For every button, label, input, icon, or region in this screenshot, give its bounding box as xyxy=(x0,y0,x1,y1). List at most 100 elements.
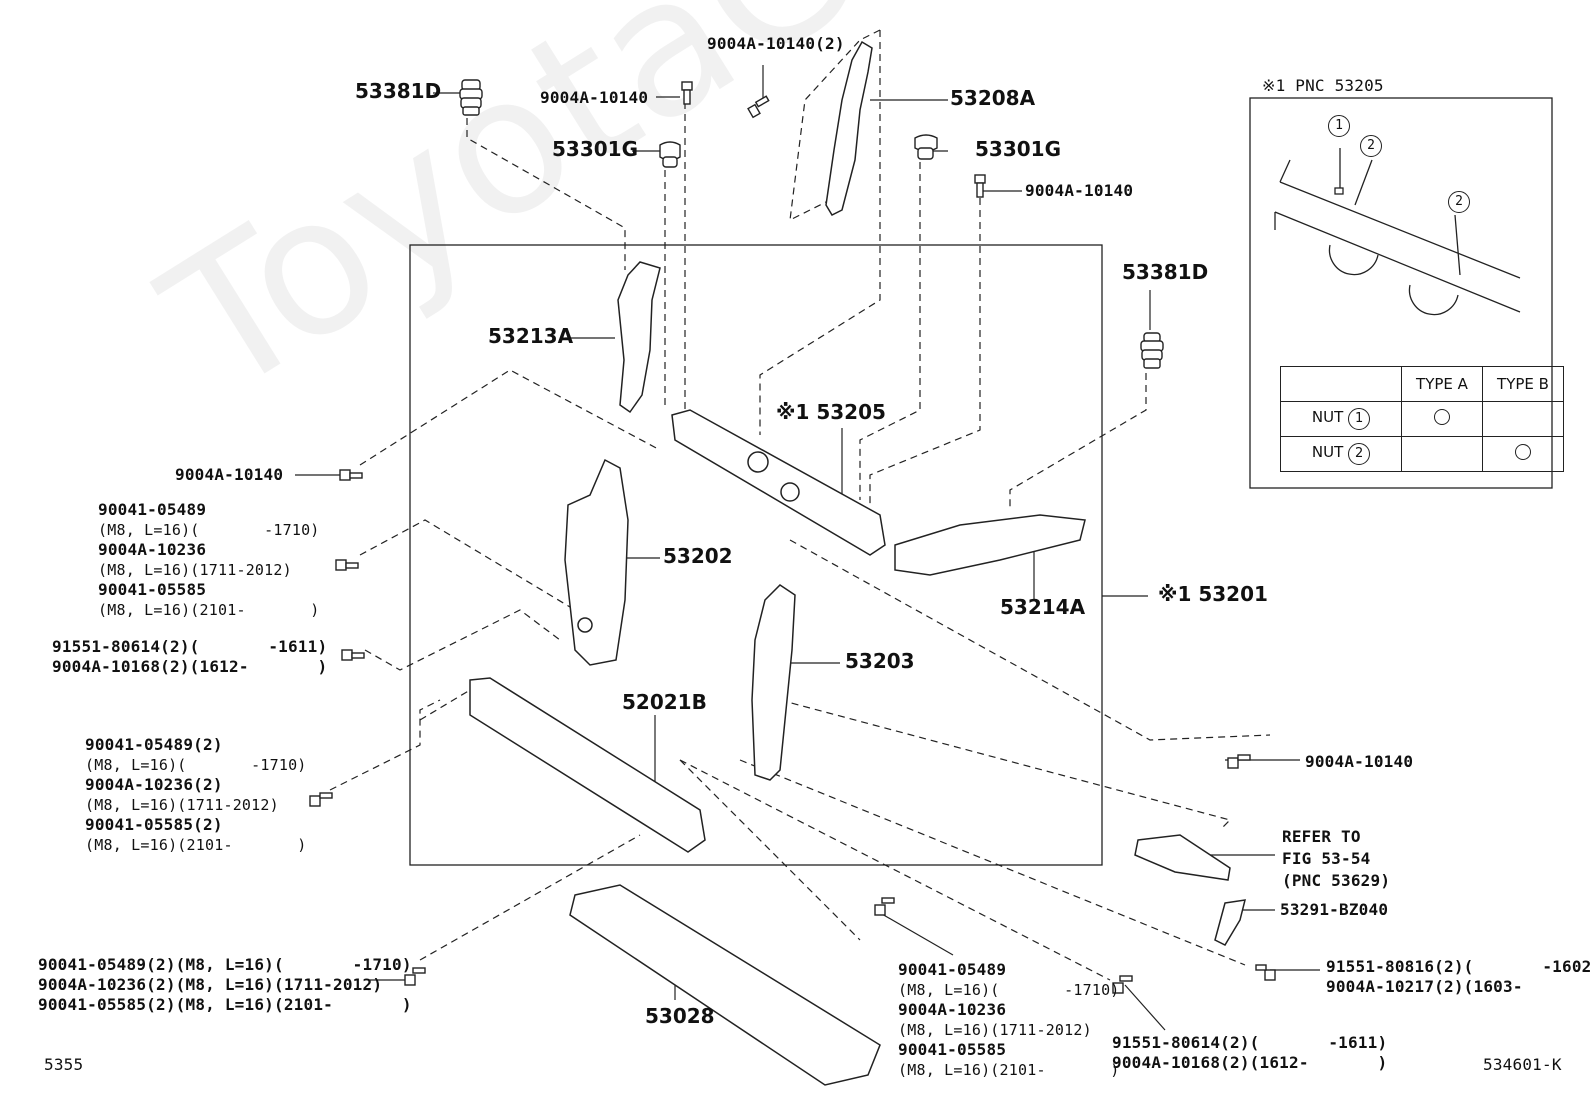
label-53213A: 53213A xyxy=(488,324,574,348)
callout-line: 90041-05489 xyxy=(98,500,207,519)
bolt-icon-h xyxy=(404,967,426,986)
bumper-icon-right xyxy=(1140,332,1164,369)
inset-callout-2b: 2 xyxy=(1448,190,1470,213)
footer-page-code: 5355 xyxy=(44,1055,84,1074)
label-52021B: 52021B xyxy=(622,690,707,714)
callout-line: 90041-05585 xyxy=(98,580,207,599)
inset-title: ※1 PNC 53205 xyxy=(1262,76,1384,95)
inset-callout-1: 1 xyxy=(1328,114,1350,137)
label-53301G-right: 53301G xyxy=(975,137,1061,161)
label-53202: 53202 xyxy=(663,544,733,568)
inset-detail xyxy=(1274,148,1521,316)
empty-cell xyxy=(1401,436,1483,472)
callout-group-clips-right: 91551-80816(2)( -1602)9004A-10217(2)(160… xyxy=(1326,957,1592,997)
callout-group-bolts-bottom-left: 90041-05489(2)(M8, L=16)( -1710)9004A-10… xyxy=(38,955,412,1015)
refer-note: REFER TO FIG 53-54 (PNC 53629) xyxy=(1282,827,1391,890)
callout-line: 9004A-10236(2)(M8, L=16)(1711-2012) xyxy=(38,975,383,994)
bolt-icon-j xyxy=(874,897,895,916)
bumper-icon-left xyxy=(459,79,483,116)
bolt-icon-a xyxy=(681,81,693,105)
circle-mark-icon xyxy=(1515,444,1531,460)
callout-line: 9004A-10236 xyxy=(898,1000,1007,1019)
label-9004A-10140-b: 9004A-10140 xyxy=(1025,181,1134,200)
nut-number: 1 xyxy=(1348,408,1371,430)
table-header-empty xyxy=(1280,366,1402,402)
part-52021B xyxy=(469,677,706,853)
solid-leaders xyxy=(295,65,1320,1031)
callout-group-bolts-upper-left: 90041-05489(M8, L=16)( -1710)9004A-10236… xyxy=(98,500,320,620)
label-9004A-10140-d: 9004A-10140 xyxy=(1305,752,1414,771)
callout-line: (M8, L=16)(1711-2012) xyxy=(898,1021,1092,1039)
callout-group-clips-left: 91551-80614(2)( -1611)9004A-10168(2)(161… xyxy=(52,637,327,677)
bolt-icon-k xyxy=(1112,975,1133,994)
part-53291 xyxy=(1214,899,1247,946)
callout-line: 91551-80614(2)( -1611) xyxy=(52,637,328,656)
callout-group-bolts-lower-left: 90041-05489(2) (M8, L=16)( -1710)9004A-10… xyxy=(85,735,307,855)
callout-line: (M8, L=16)(1711-2012) xyxy=(98,561,292,579)
nut-label: NUT xyxy=(1311,443,1344,461)
circle-mark-icon xyxy=(1434,409,1450,425)
callout-line: (M8, L=16)(2101- ) xyxy=(85,836,307,854)
callout-line: 90041-05489(2) xyxy=(85,735,223,754)
label-53381D-left: 53381D xyxy=(355,79,442,103)
label-53201: ※1 53201 xyxy=(1158,582,1268,606)
label-9004A-10140-a: 9004A-10140 xyxy=(540,88,649,107)
callout-line: (M8, L=16)( -1710) xyxy=(898,981,1120,999)
table-row: NUT 2 xyxy=(1280,436,1564,472)
label-9004A-10140-2: 9004A-10140(2) xyxy=(707,34,845,53)
label-9004A-10140-c: 9004A-10140 xyxy=(175,465,284,484)
part-53213A xyxy=(617,261,661,414)
footer-figure-code: 534601-K xyxy=(1483,1055,1562,1074)
callout-line: 90041-05585(2) xyxy=(85,815,223,834)
bolt-icon-i xyxy=(1227,754,1251,769)
nut-label: NUT xyxy=(1311,408,1344,426)
label-53205: ※1 53205 xyxy=(776,400,886,424)
label-53301G-left: 53301G xyxy=(552,137,638,161)
callout-line: 9004A-10168(2)(1612- ) xyxy=(52,657,328,676)
callout-line: 90041-05585 xyxy=(898,1040,1007,1059)
callout-line: (M8, L=16)(1711-2012) xyxy=(85,796,279,814)
nut-type-table: TYPE A TYPE B NUT 1 NUT 2 xyxy=(1280,366,1564,472)
callout-group-bolts-bottom-center: 90041-05489 (M8, L=16)( -1710)9004A-10236… xyxy=(898,960,1120,1080)
bolt-icon-c xyxy=(974,174,986,198)
assembly-frame xyxy=(409,244,1103,866)
bolt-icon-b xyxy=(747,95,770,119)
inset-frame xyxy=(1249,97,1553,489)
bolt-icon-l xyxy=(1255,964,1276,981)
label-53381D-right: 53381D xyxy=(1122,260,1209,284)
part-53028 xyxy=(569,884,881,1086)
callout-line: 9004A-10217(2)(1603- ) xyxy=(1326,977,1592,996)
callout-line: 90041-05489(2)(M8, L=16)( -1710) xyxy=(38,955,412,974)
dashed-leaders xyxy=(329,29,1271,981)
callout-line: 9004A-10168(2)(1612- ) xyxy=(1112,1053,1388,1072)
bolt-icon-g xyxy=(309,792,333,807)
part-outlines xyxy=(469,40,1247,1086)
callout-line: (M8, L=16)( -1710) xyxy=(85,756,307,774)
callout-line: 91551-80816(2)( -1602) xyxy=(1326,957,1592,976)
part-refer-bracket xyxy=(1134,834,1231,881)
part-53202 xyxy=(564,458,629,666)
bolt-icon-d xyxy=(339,469,363,481)
part-53208A xyxy=(825,40,873,216)
label-53208A: 53208A xyxy=(950,86,1036,110)
label-53214A: 53214A xyxy=(1000,595,1086,619)
nut-number: 2 xyxy=(1348,443,1371,465)
label-53291-BZ040: 53291-BZ040 xyxy=(1280,900,1389,919)
callout-line: 91551-80614(2)( -1611) xyxy=(1112,1033,1388,1052)
empty-cell xyxy=(1482,401,1564,437)
callout-line: 9004A-10236(2) xyxy=(85,775,223,794)
table-row: NUT 1 xyxy=(1280,401,1564,437)
callout-line: 90041-05585(2)(M8, L=16)(2101- ) xyxy=(38,995,412,1014)
part-53203 xyxy=(751,584,796,781)
label-53203: 53203 xyxy=(845,649,915,673)
part-53214A xyxy=(894,514,1086,576)
fastener-icons xyxy=(309,79,1276,994)
table-header-type-b: TYPE B xyxy=(1482,366,1564,402)
callout-line: (M8, L=16)( -1710) xyxy=(98,521,320,539)
inset-callout-2a: 2 xyxy=(1360,134,1382,157)
table-header-type-a: TYPE A xyxy=(1401,366,1483,402)
callout-group-clips-bottom: 91551-80614(2)( -1611)9004A-10168(2)(161… xyxy=(1112,1033,1387,1073)
callout-line: 90041-05489 xyxy=(898,960,1007,979)
